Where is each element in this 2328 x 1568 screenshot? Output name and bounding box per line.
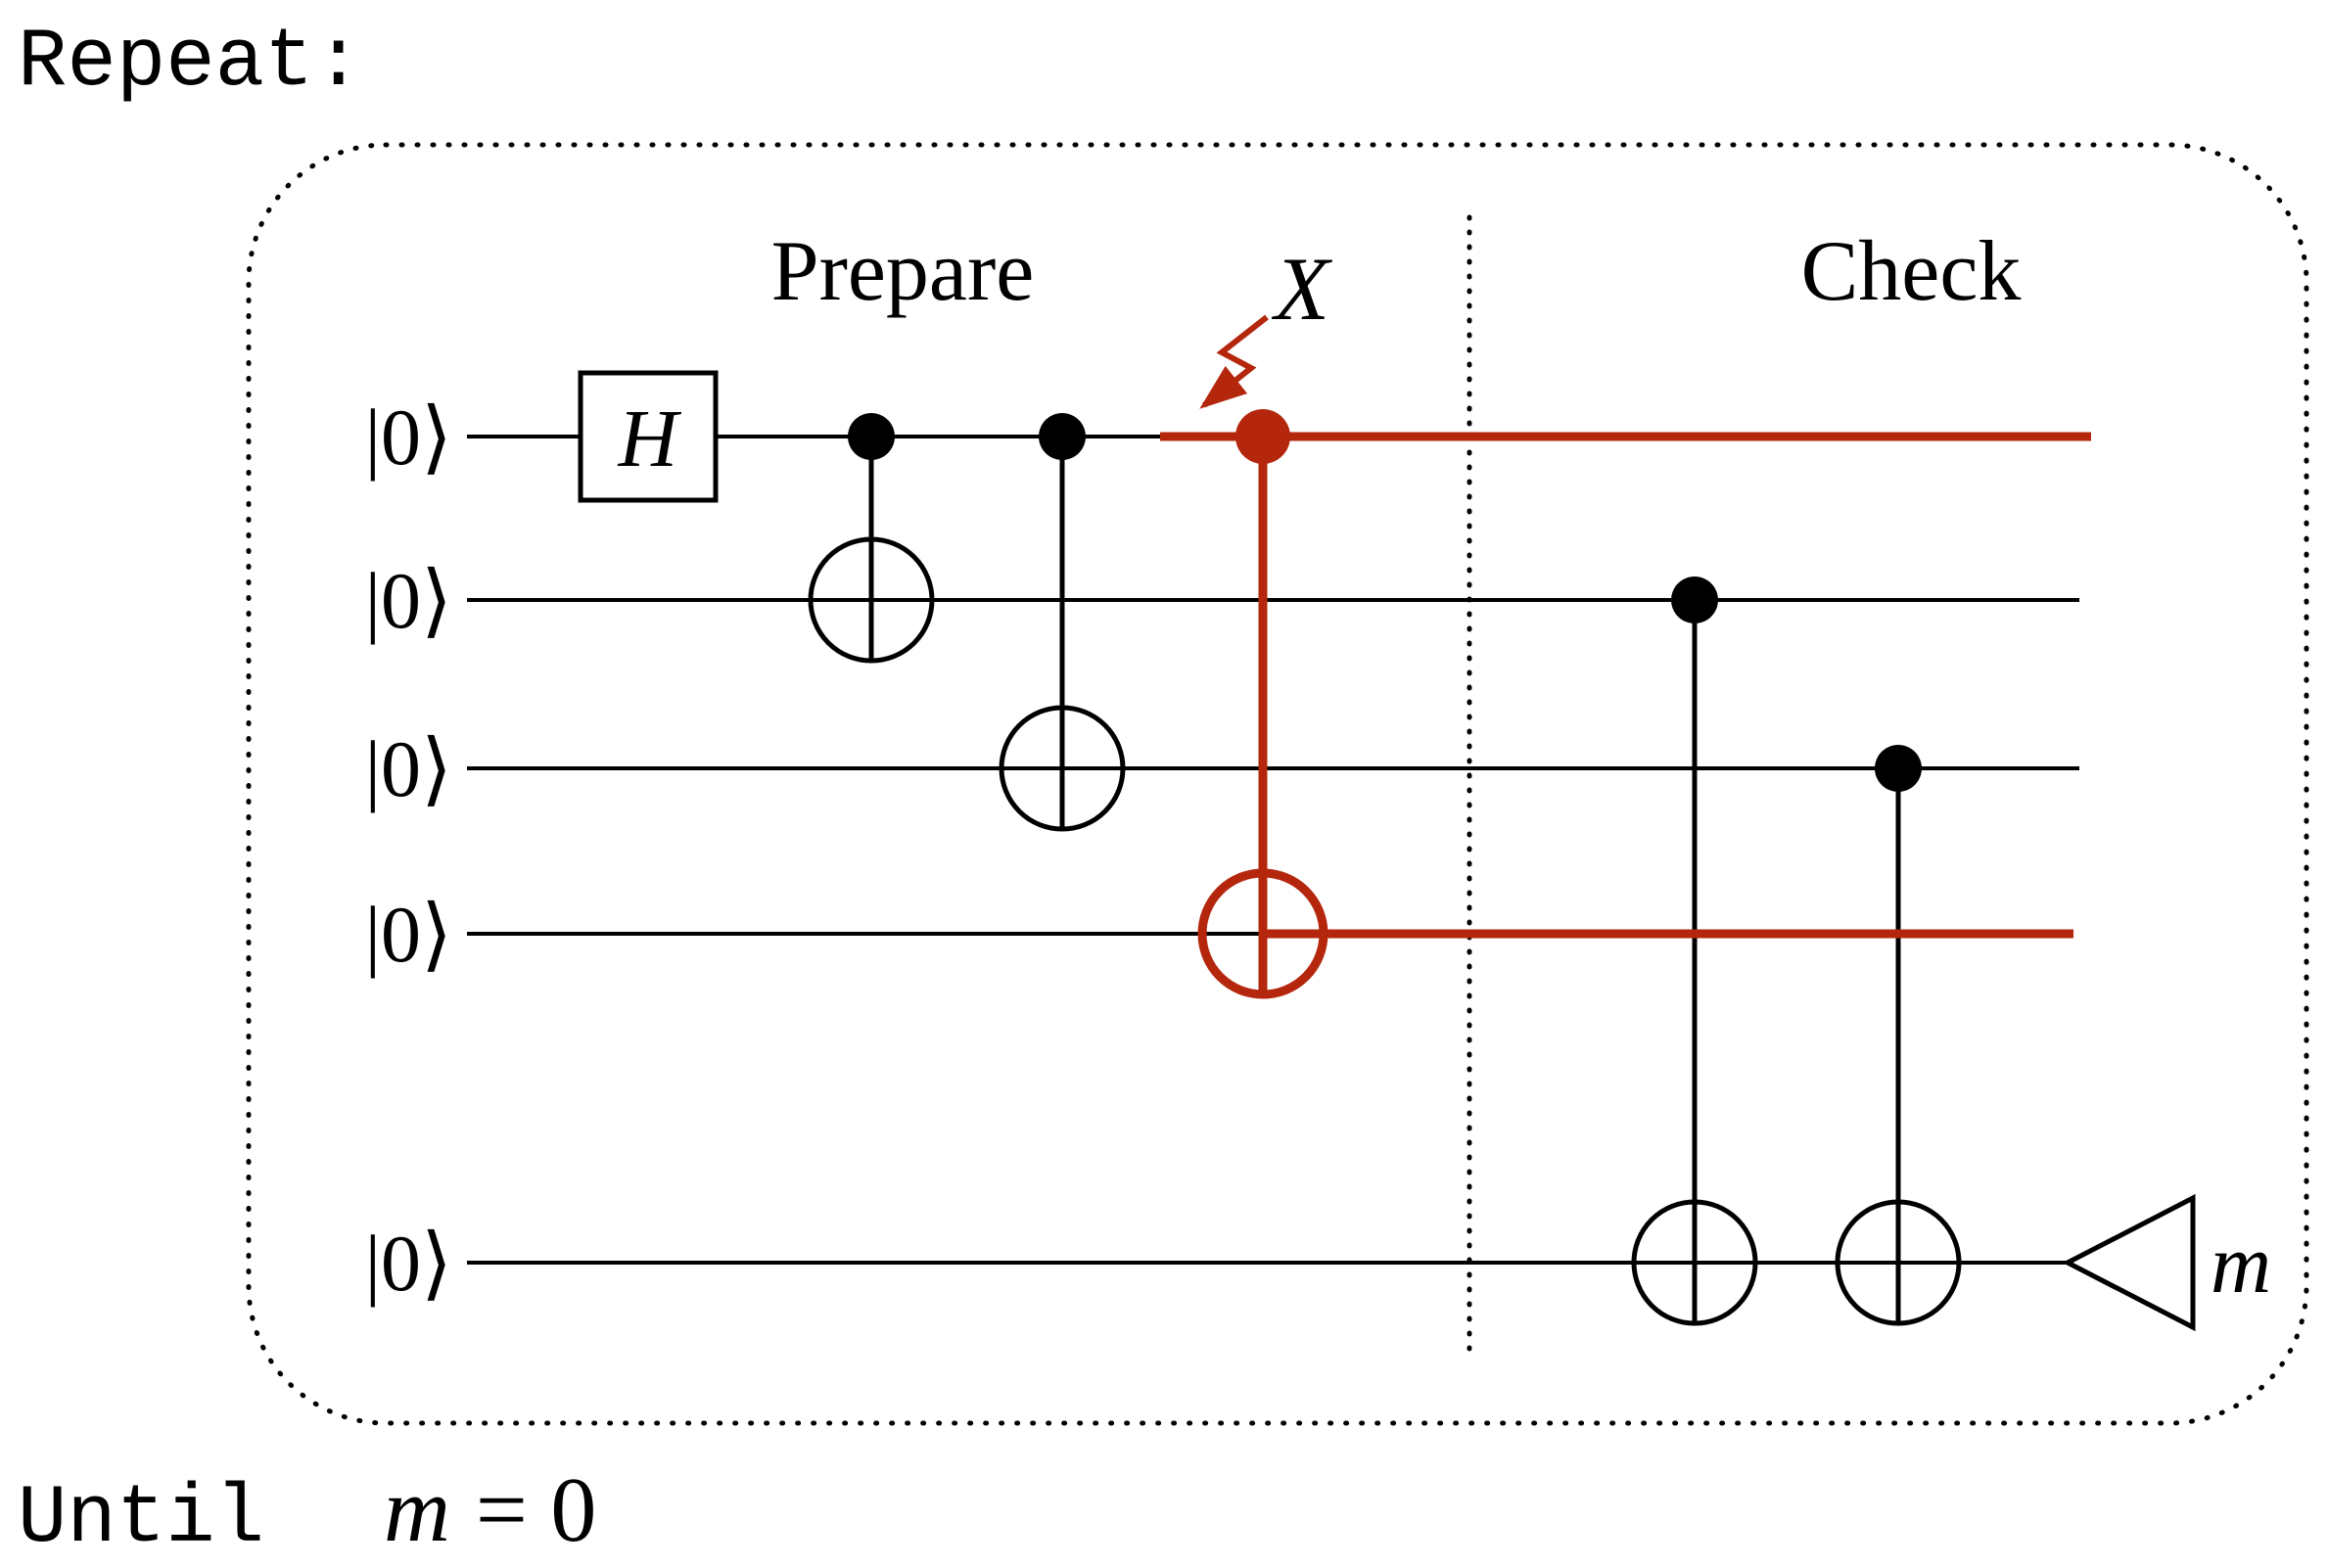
until-condition: m = 0	[384, 1459, 596, 1561]
control-dot-icon	[848, 413, 895, 460]
hadamard-gate-label: H	[618, 393, 682, 484]
error-propagation-overlay: X	[1160, 239, 2091, 999]
x-error-label: X	[1271, 239, 1333, 339]
circuit-boundary-box	[246, 142, 2309, 1426]
error-control-dot-icon	[1235, 409, 1290, 464]
qubit-0-ket-label: |0⟩	[365, 392, 452, 482]
cnot-gate-q0-q2	[999, 413, 1126, 832]
repeat-label: Repeat:	[18, 17, 363, 110]
cnot-gate-q0-q1	[808, 413, 935, 664]
qubit-1-ket-label: |0⟩	[365, 556, 452, 645]
cnot-target-icon	[808, 536, 935, 664]
hadamard-gate: H	[578, 370, 719, 503]
qubit-3-ket-label: |0⟩	[365, 890, 452, 979]
control-dot-icon	[1671, 576, 1718, 623]
until-condition-variable: m	[384, 1459, 450, 1561]
until-condition-value: = 0	[476, 1459, 597, 1561]
section-label-check: Check	[1801, 224, 2022, 319]
until-label: Until	[18, 1473, 264, 1566]
measurement-result-label: m	[2211, 1217, 2271, 1311]
cnot-target-icon	[999, 705, 1126, 832]
qubit-2-ket-label: |0⟩	[365, 724, 452, 813]
check-cnot-gate-q2-q4	[1835, 745, 1962, 1326]
error-cnot-target-icon	[1197, 868, 1328, 999]
control-dot-icon	[1875, 745, 1922, 792]
measurement-triangle-icon	[2062, 1193, 2196, 1332]
hadamard-gate-box	[578, 370, 719, 503]
cnot-target-icon	[1631, 1199, 1758, 1326]
check-cnot-gate-q1-q4	[1631, 576, 1758, 1326]
control-dot-icon	[1039, 413, 1086, 460]
error-zigzag-arrow-icon	[1199, 314, 1269, 409]
section-label-prepare: Prepare	[771, 224, 1035, 319]
qubit-4-ket-label: |0⟩	[365, 1219, 452, 1308]
measurement-gate: m	[2062, 1193, 2271, 1332]
cnot-target-icon	[1835, 1199, 1962, 1326]
